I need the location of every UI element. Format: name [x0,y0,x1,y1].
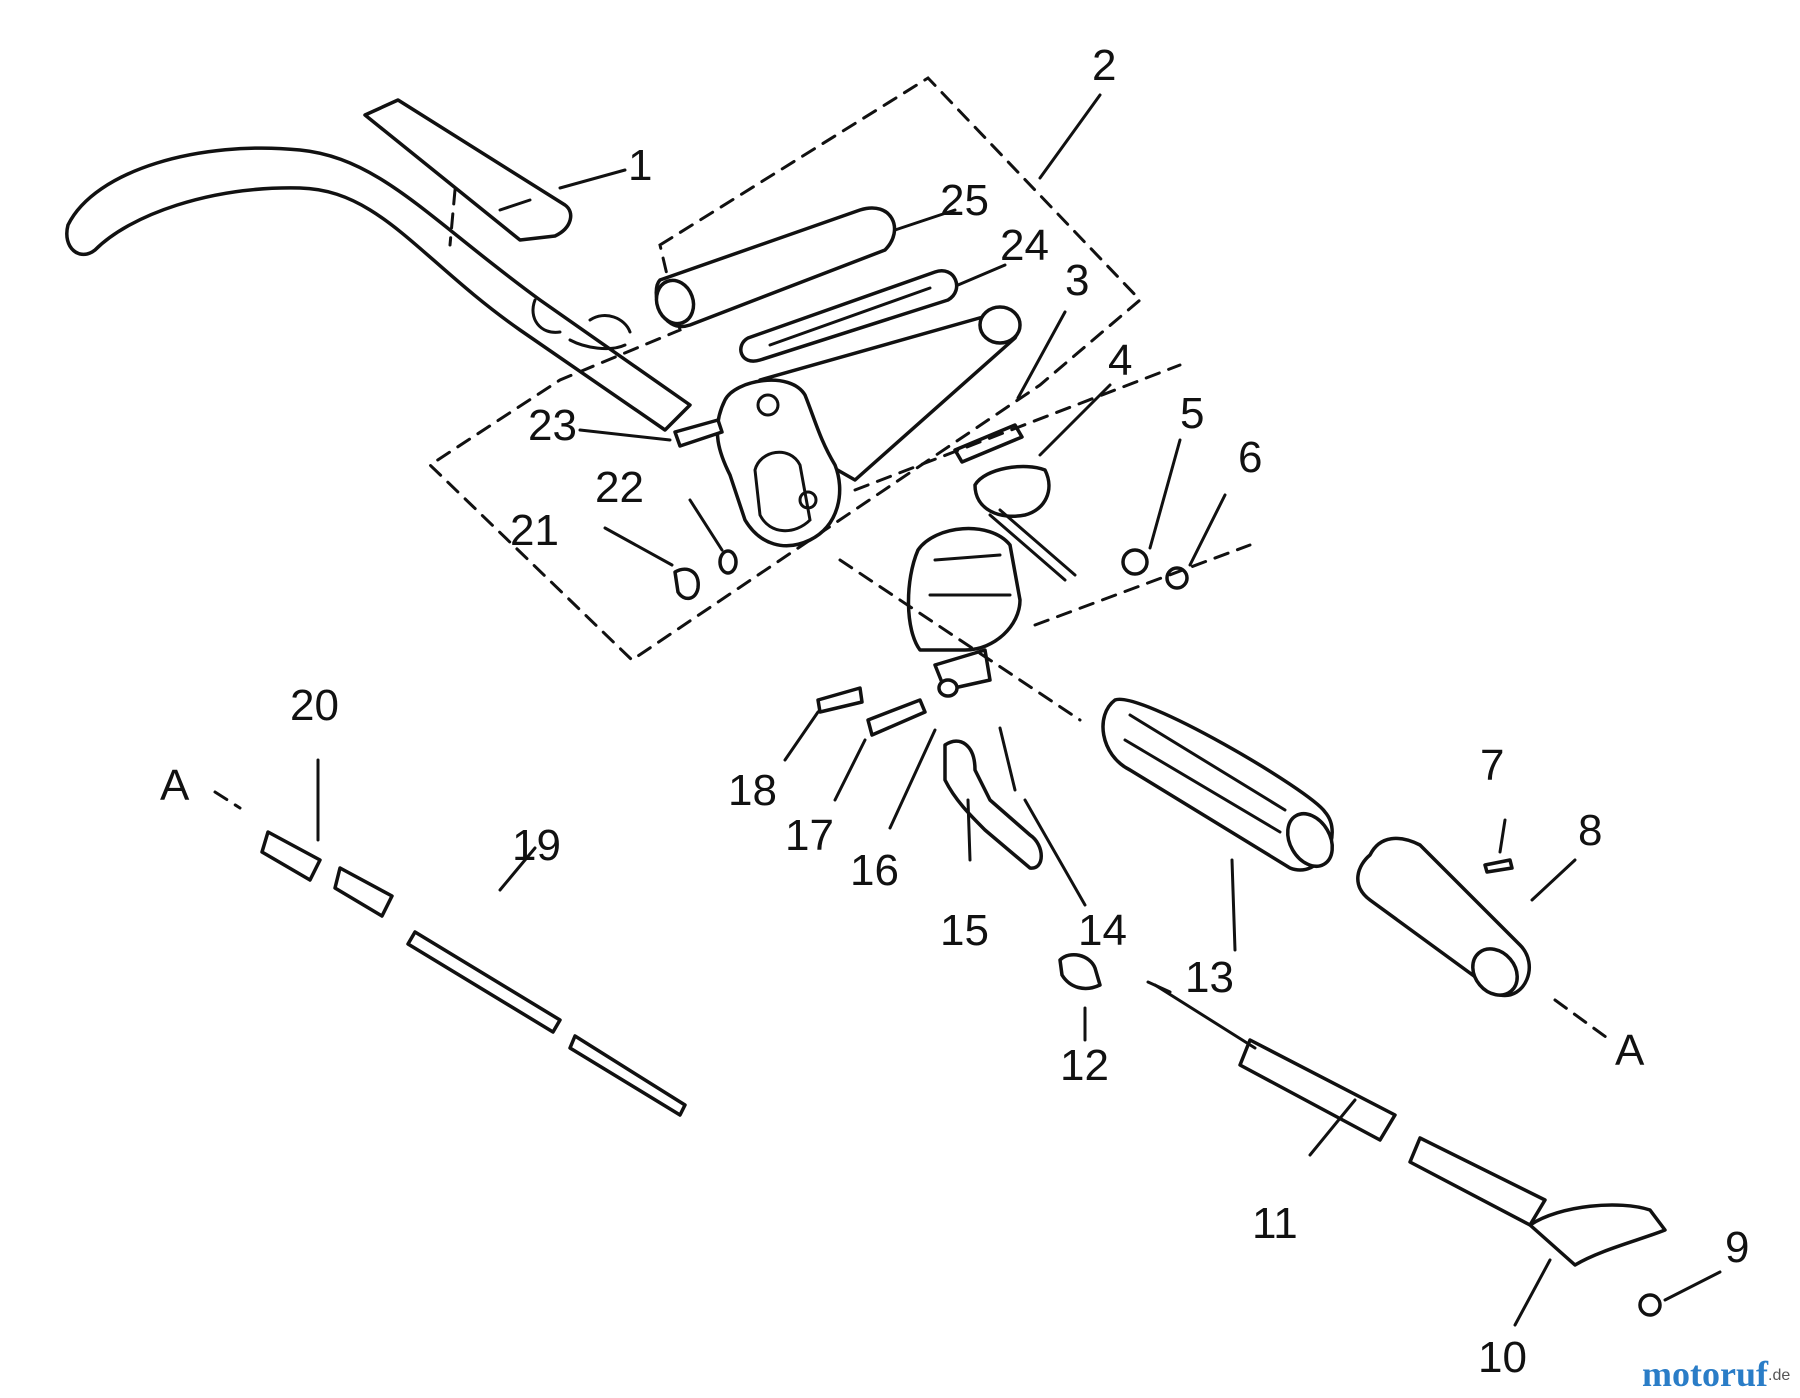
callout-24: 24 [1000,221,1049,270]
callout-12: 12 [1060,1041,1109,1090]
callout-20: 20 [290,681,339,730]
cable-wire-end [1146,980,1172,994]
throttle-cable-part [1153,983,1547,1227]
callout-18: 18 [728,766,777,815]
watermark-logo: motoruf .de [1642,1354,1790,1394]
callout-11: 11 [1252,1199,1298,1248]
tube-part [1356,836,1531,998]
axis-line-upper [853,363,1182,492]
callout-labels: 1 2 3 4 5 6 7 8 9 10 11 12 13 14 15 16 1… [160,41,1749,1382]
reference-line-left [213,790,242,810]
callout-4: 4 [1108,336,1132,385]
watermark-suffix: .de [1768,1367,1790,1384]
reference-mark-a-right: A [1615,1026,1645,1075]
callout-3: 3 [1065,256,1089,305]
decal-part [363,98,573,242]
callout-6: 6 [1238,433,1262,482]
callout-8: 8 [1578,806,1602,855]
leader-1-dash [448,188,457,247]
callout-15: 15 [940,906,989,955]
nut-part-9 [1638,1293,1662,1317]
callout-19: 19 [512,821,561,870]
handlebar-tube [65,146,692,432]
callout-23: 23 [528,401,577,450]
nut-part [718,549,738,575]
leader-lines [316,93,1722,1327]
screw-part [953,423,1024,464]
throttle-housing-part [906,526,1022,692]
bolt-part-17 [866,698,927,737]
callout-10: 10 [1478,1333,1527,1382]
callout-2: 2 [1092,41,1116,90]
reference-line-right [1553,998,1612,1042]
switch-part [973,464,1077,582]
throttle-trigger-part [943,739,1043,870]
callout-22: 22 [595,463,644,512]
reference-mark-a-left: A [160,761,190,810]
callout-14: 14 [1078,906,1127,955]
callout-21: 21 [510,506,559,555]
axis-line-lower [838,558,1082,722]
callout-13: 13 [1185,953,1234,1002]
callout-25: 25 [940,176,989,225]
callout-16: 16 [850,846,899,895]
ferrule-part [260,830,394,918]
watermark-text: motoruf [1642,1354,1769,1394]
callout-17: 17 [785,811,834,860]
bolt-part [673,418,724,448]
grip-part [1101,697,1335,872]
axis-line-right [1033,543,1252,627]
clip-part [673,567,700,601]
bail-lever-part [715,305,1022,548]
cable-bracket-part [1528,1203,1667,1267]
callout-9: 9 [1725,1223,1749,1272]
pin-part [998,726,1017,792]
callout-1: 1 [628,141,652,190]
rod-part [739,269,959,363]
sleeve-part [654,206,897,329]
bolt-part-18 [816,686,864,714]
assembly-2-outline [427,76,1143,662]
inner-cable-part [406,930,687,1117]
washer-part-5 [1121,548,1149,576]
spring-part [1058,952,1102,991]
key-part [1483,858,1514,874]
callout-5: 5 [1180,389,1204,438]
washer-part-16 [937,678,959,698]
callout-7: 7 [1480,741,1504,790]
